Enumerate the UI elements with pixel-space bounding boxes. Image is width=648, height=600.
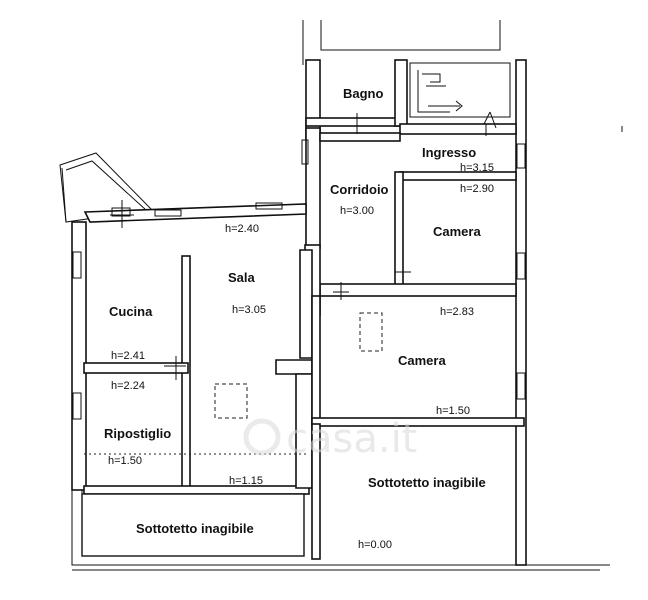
room-label-bagno: Bagno <box>343 86 384 101</box>
height-camera-1-top: h=2.90 <box>460 183 494 195</box>
height-sala: h=3.05 <box>232 304 266 316</box>
room-label-ripostiglio: Ripostiglio <box>104 426 171 441</box>
room-label-sala: Sala <box>228 270 256 285</box>
height-ingresso: h=3.15 <box>460 162 494 174</box>
room-label-sottotetto-bottom: Sottotetto inagibile <box>136 521 254 536</box>
room-label-camera-1: Camera <box>433 224 481 239</box>
height-ripostiglio-bottom: h=1.50 <box>108 455 142 467</box>
watermark: casa.it <box>286 416 417 462</box>
height-camera-2-bottom: h=1.50 <box>436 405 470 417</box>
height-sottotetto-right: h=0.00 <box>358 539 392 551</box>
room-label-sottotetto-right: Sottotetto inagibile <box>368 475 486 490</box>
corridoio-camera1 <box>304 132 517 316</box>
room-label-ingresso: Ingresso <box>422 145 476 160</box>
sottotetto-bottom-box <box>81 493 305 557</box>
camera2-walls <box>311 295 525 560</box>
windows <box>72 139 526 420</box>
skylight-camera <box>359 312 383 352</box>
height-sala-bottom: h=1.15 <box>229 475 263 487</box>
top-block <box>305 59 517 249</box>
height-ripostiglio-top: h=2.24 <box>111 380 145 392</box>
room-label-corridoio: Corridoio <box>330 182 389 197</box>
door-markers <box>110 113 411 380</box>
height-corridoio: h=3.00 <box>340 205 374 217</box>
height-cucina: h=2.41 <box>111 350 145 362</box>
skylight-sala <box>214 383 248 419</box>
room-label-camera-2: Camera <box>398 353 446 368</box>
room-label-cucina: Cucina <box>109 304 153 319</box>
height-top-wall: h=2.40 <box>225 223 259 235</box>
left-walls <box>71 203 313 495</box>
height-camera-2-top: h=2.83 <box>440 306 474 318</box>
watermark-logo <box>243 418 281 456</box>
